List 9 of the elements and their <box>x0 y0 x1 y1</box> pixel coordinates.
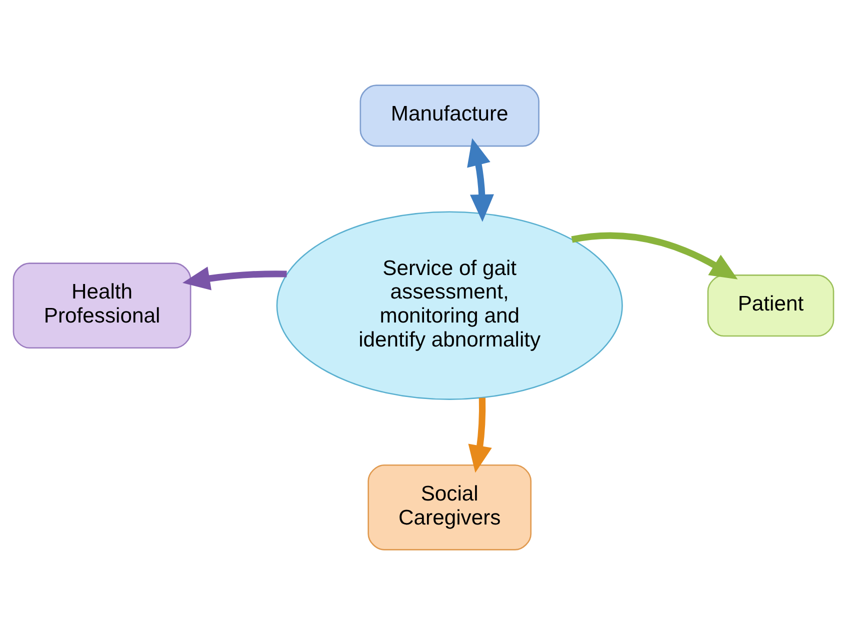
node-box: Manufacture <box>360 84 540 147</box>
node-box: Patient <box>707 274 834 337</box>
arrow <box>571 232 738 280</box>
node-box: Social Caregivers <box>368 464 532 550</box>
node-box: Health Professional <box>12 262 192 349</box>
arrow <box>182 266 287 290</box>
arrow <box>467 138 494 222</box>
node-ellipse: Service of gait assessment, monitoring and identify abnormality <box>276 211 623 400</box>
arrow <box>468 398 492 473</box>
